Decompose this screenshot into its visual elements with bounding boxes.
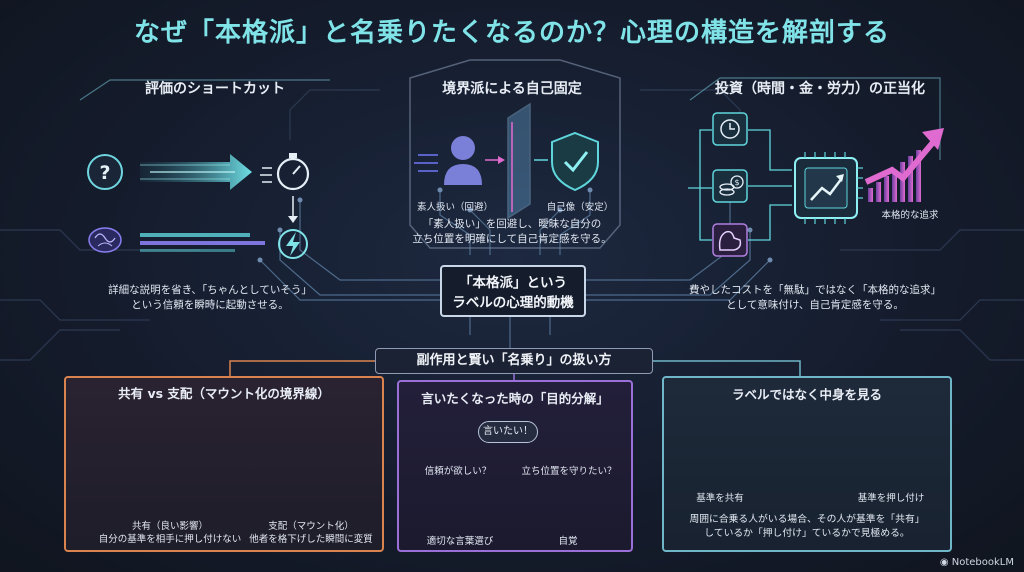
page-title: なぜ「本格派」と名乗りたくなるのか？心理の構造を解剖する: [133, 18, 890, 48]
panel-share-right-label1: 支配（マウント化）: [268, 521, 354, 532]
answer-awareness: 自覚: [558, 536, 578, 547]
person-icon: [414, 136, 482, 185]
center-line1: 「本格派」という: [459, 275, 567, 291]
section-right-title: 投資（時間・金・労力）の正当化: [715, 81, 925, 97]
panel-share-right-label2: 他者を格下げした瞬間に変質: [249, 534, 373, 545]
label-share-standard: 基準を共有: [696, 493, 744, 504]
svg-text:$: $: [734, 178, 739, 187]
panel-purpose-title: 言いたくなった時の「目的分解」: [421, 391, 609, 406]
section-band-title: 副作用と賢い「名乗り」の扱い方: [375, 348, 653, 374]
section-right-caption: 費やしたコストを「無駄」ではなく「本格的な追求」 として意味付け、自己肯定感を守…: [665, 283, 965, 313]
panel-share-left-label2: 自分の基準を相手に押し付けない: [98, 534, 242, 545]
label-full-pursuit: 本格的な追求: [881, 210, 939, 221]
growth-bars: [864, 128, 944, 202]
section-middle-caption-line2: 立ち位置を明確にして自己肯定感を守る。: [412, 233, 612, 245]
panel-share-left-label1: 共有（良い影響）: [131, 521, 208, 532]
glass-wall: [507, 102, 531, 220]
panel-share-title: 共有 vs 支配（マウント化の境界線）: [118, 386, 330, 401]
want-to-say-bubble: 言いたい！: [478, 421, 538, 443]
brain-icon: [88, 227, 122, 253]
stopwatch-icon: [260, 153, 310, 191]
section-right-caption-line1: 費やしたコストを「無駄」ではなく「本格的な追求」: [689, 284, 941, 296]
section-right-caption-line2: として意味付け、自己肯定感を守る。: [726, 299, 904, 311]
panel-purpose-breakdown: [397, 380, 633, 552]
logo-mark-icon: ◉: [939, 557, 949, 568]
lightning-icon: [278, 229, 308, 259]
logo-text: NotebookLM: [951, 557, 1014, 568]
section-middle-caption: 「素人扱い」を回避し、曖昧な自分の 立ち位置を明確にして自己肯定感を守る。: [392, 217, 632, 247]
label-impose-standard: 基準を押し付け: [857, 493, 925, 504]
clock-icon: [712, 112, 748, 146]
chip-chart-icon: [794, 152, 863, 224]
muscle-icon: [712, 223, 748, 257]
panel-content-caption-line1: 周囲に合乗る人がいる場合、その人が基準を「共有」: [689, 514, 925, 525]
section-middle-caption-line1: 「素人扱い」を回避し、曖昧な自分の: [422, 218, 602, 230]
label-avoid-amateur: 素人扱い（回避）: [416, 202, 493, 213]
question-position: 立ち位置を守りたい？: [521, 466, 617, 477]
panel-content-caption-line2: しているか「押し付け」ているかで見極める。: [704, 528, 910, 539]
question-icon: ?: [87, 154, 123, 190]
notebooklm-logo: ◉ NotebookLM: [940, 557, 1014, 568]
question-trust: 信頼が欲しい？: [424, 466, 492, 477]
svg-text:?: ?: [99, 162, 110, 184]
shield-check-icon: [551, 131, 599, 192]
center-concept-box: 「本格派」という ラベルの心理的動機: [440, 265, 586, 317]
panel-see-content: [662, 376, 952, 552]
panel-content-caption: 周囲に合乗る人がいる場合、その人が基準を「共有」 しているか「押し付け」ているか…: [666, 513, 948, 541]
section-left-caption: 詳細な説明を省き、「ちゃんとしていそう」 という信頼を瞬時に起動させる。: [70, 283, 350, 313]
section-middle-title: 境界派による自己固定: [442, 81, 582, 97]
section-left-caption-line2: という信頼を瞬時に起動させる。: [131, 299, 289, 311]
money-icon: $: [712, 169, 748, 203]
label-self-image: 自己像（安定）: [546, 202, 614, 213]
center-line2: ラベルの心理的動機: [452, 295, 574, 311]
answer-word-choice: 適切な言葉選び: [426, 536, 494, 547]
section-left-caption-line1: 詳細な説明を省き、「ちゃんとしていそう」: [108, 284, 312, 296]
section-left-title: 評価のショートカット: [145, 81, 285, 97]
panel-share-vs-dominate: [64, 376, 384, 552]
panel-content-title: ラベルではなく中身を見る: [731, 387, 882, 402]
